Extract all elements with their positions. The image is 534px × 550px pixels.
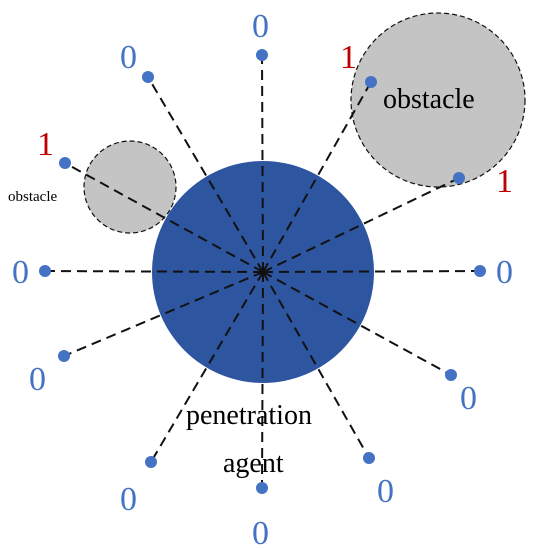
- sensor-point-e: [474, 265, 486, 277]
- ray-ene: [262, 177, 460, 273]
- obstacle-small: [83, 140, 177, 234]
- ray-wnw: [64, 162, 264, 273]
- ray-wsw: [63, 271, 264, 357]
- sensor-group: [39, 49, 486, 494]
- agent-label-line2: agent: [223, 448, 284, 479]
- ray-value-nne: 1: [340, 39, 357, 76]
- sensor-point-ese: [445, 369, 457, 381]
- ray-s: [261, 271, 264, 489]
- ray-value-sse: 0: [377, 473, 394, 510]
- ray-e: [262, 270, 481, 273]
- ray-ese: [262, 271, 452, 376]
- ray-value-ese: 0: [460, 380, 477, 417]
- sensor-point-wnw: [59, 157, 71, 169]
- ray-value-w: 0: [12, 254, 29, 291]
- sensor-point-n: [256, 49, 268, 61]
- sensor-point-ssw: [145, 456, 157, 468]
- agent-label-line1: penetration: [186, 400, 312, 431]
- ray-n: [261, 54, 264, 273]
- sensor-point-s: [256, 482, 268, 494]
- ray-value-ssw: 0: [120, 481, 137, 518]
- sensor-point-w: [39, 265, 51, 277]
- ray-value-ene: 1: [496, 163, 513, 200]
- sensor-point-ene: [453, 172, 465, 184]
- ray-value-wsw: 0: [29, 361, 46, 398]
- sensor-point-wsw: [58, 350, 70, 362]
- ray-value-s: 0: [252, 515, 269, 550]
- ray-sse: [262, 271, 370, 459]
- sensor-point-sse: [363, 452, 375, 464]
- ray-nnw: [147, 76, 264, 273]
- ray-w: [44, 270, 264, 273]
- ray-value-n: 0: [252, 8, 269, 45]
- ray-ssw: [150, 271, 264, 463]
- ray-value-wnw: 1: [37, 126, 54, 163]
- sensor-point-nnw: [142, 71, 154, 83]
- ray-group: [44, 54, 481, 489]
- obstacle-small-label: obstacle: [8, 189, 57, 205]
- ray-value-e: 0: [496, 254, 513, 291]
- ray-value-nnw: 0: [120, 39, 137, 76]
- sensor-point-nne: [365, 76, 377, 88]
- ray-nne: [262, 81, 372, 273]
- value-group: 0 1 1 0 0 0 0 0 0 0 1 0: [12, 8, 513, 550]
- obstacle-large-label: obstacle: [383, 84, 475, 115]
